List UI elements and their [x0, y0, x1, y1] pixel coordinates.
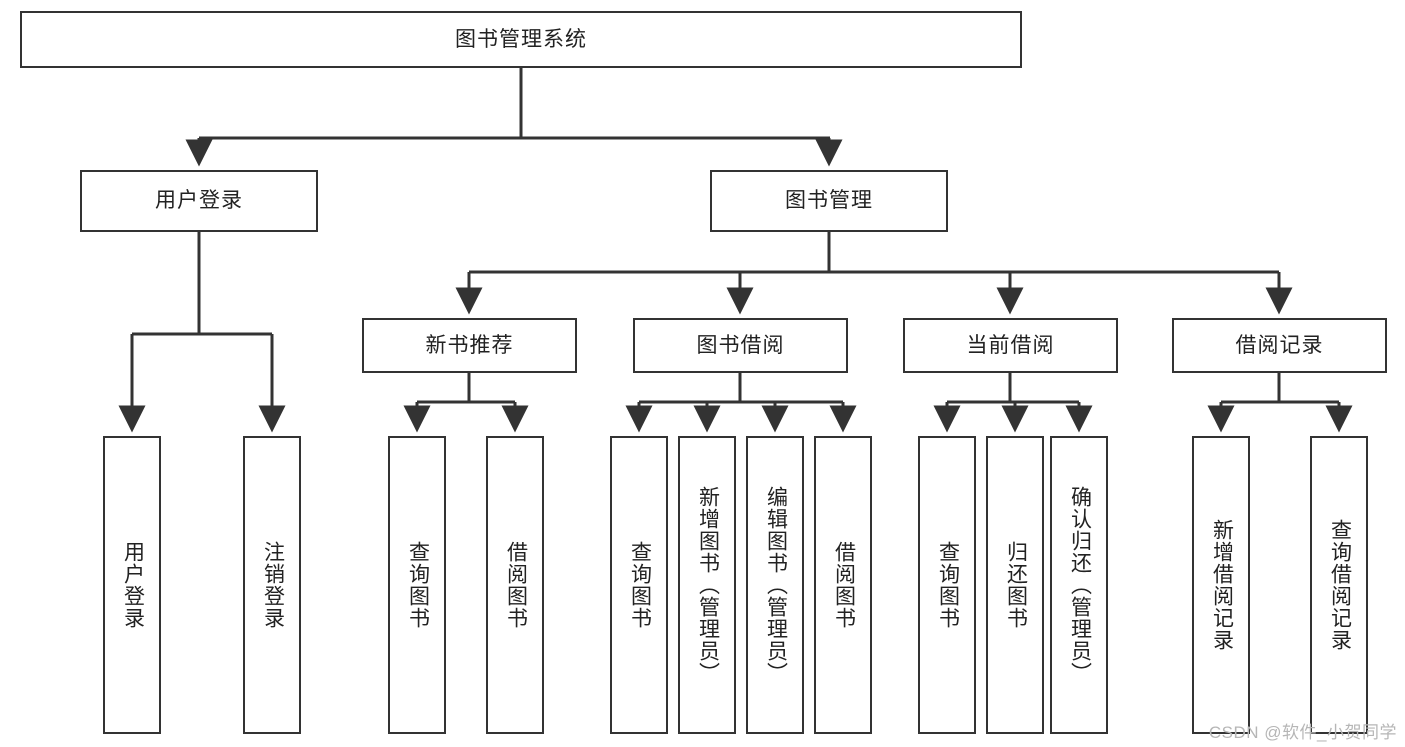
node-root[interactable]: 图书管理系统	[20, 11, 1022, 68]
node-leaf-query-record[interactable]: 查询借阅记录	[1310, 436, 1368, 734]
node-leaf-return-book[interactable]: 归还图书	[986, 436, 1044, 734]
node-leaf-logout[interactable]: 注销登录	[243, 436, 301, 734]
node-leaf-add-book-label: 新增图书（管理员）	[696, 486, 720, 684]
node-leaf-confirm-return[interactable]: 确认归还（管理员）	[1050, 436, 1108, 734]
node-user-login-label: 用户登录	[155, 189, 243, 213]
connector-root-to-level2	[185, 68, 843, 167]
node-leaf-borrow-book-1[interactable]: 借阅图书	[486, 436, 544, 734]
node-new-book-recommend[interactable]: 新书推荐	[362, 318, 577, 373]
node-leaf-edit-book-label: 编辑图书（管理员）	[764, 486, 788, 684]
node-borrow-record-label: 借阅记录	[1235, 333, 1324, 357]
connector-newbook-to-leaves	[403, 373, 529, 433]
node-leaf-logout-label: 注销登录	[261, 541, 285, 629]
node-current-borrow-label: 当前借阅	[966, 333, 1055, 357]
connector-bookmanage-to-level3	[455, 232, 1293, 315]
connector-bookborrow-to-leaves	[625, 373, 857, 433]
node-leaf-query-book-1-label: 查询图书	[406, 541, 430, 629]
watermark: CSDN @软件_小贺同学	[1208, 723, 1397, 742]
node-leaf-query-book-2[interactable]: 查询图书	[610, 436, 668, 734]
connector-userlogin-to-leaves	[118, 232, 286, 433]
node-leaf-query-book-3[interactable]: 查询图书	[918, 436, 976, 734]
node-book-manage-label: 图书管理	[785, 189, 873, 213]
node-leaf-return-book-label: 归还图书	[1004, 541, 1028, 629]
node-leaf-query-book-1[interactable]: 查询图书	[388, 436, 446, 734]
node-leaf-edit-book[interactable]: 编辑图书（管理员）	[746, 436, 804, 734]
node-leaf-borrow-book-1-label: 借阅图书	[504, 541, 528, 629]
node-new-book-recommend-label: 新书推荐	[425, 333, 514, 357]
node-book-borrow-label: 图书借阅	[696, 333, 785, 357]
node-current-borrow[interactable]: 当前借阅	[903, 318, 1118, 373]
node-leaf-query-record-label: 查询借阅记录	[1328, 519, 1352, 651]
node-leaf-add-record-label: 新增借阅记录	[1210, 519, 1234, 651]
node-leaf-borrow-book-2-label: 借阅图书	[832, 541, 856, 629]
node-leaf-user-login[interactable]: 用户登录	[103, 436, 161, 734]
node-leaf-query-book-3-label: 查询图书	[936, 541, 960, 629]
connector-currentborrow-to-leaves	[933, 373, 1093, 433]
node-leaf-confirm-return-label: 确认归还（管理员）	[1068, 486, 1092, 684]
node-borrow-record[interactable]: 借阅记录	[1172, 318, 1387, 373]
node-leaf-add-record[interactable]: 新增借阅记录	[1192, 436, 1250, 734]
node-leaf-borrow-book-2[interactable]: 借阅图书	[814, 436, 872, 734]
node-leaf-add-book[interactable]: 新增图书（管理员）	[678, 436, 736, 734]
node-leaf-query-book-2-label: 查询图书	[628, 541, 652, 629]
node-leaf-user-login-label: 用户登录	[121, 541, 145, 629]
node-book-manage[interactable]: 图书管理	[710, 170, 948, 232]
connector-borrowrecord-to-leaves	[1207, 373, 1353, 433]
node-book-borrow[interactable]: 图书借阅	[633, 318, 848, 373]
node-user-login[interactable]: 用户登录	[80, 170, 318, 232]
node-root-label: 图书管理系统	[455, 27, 587, 51]
